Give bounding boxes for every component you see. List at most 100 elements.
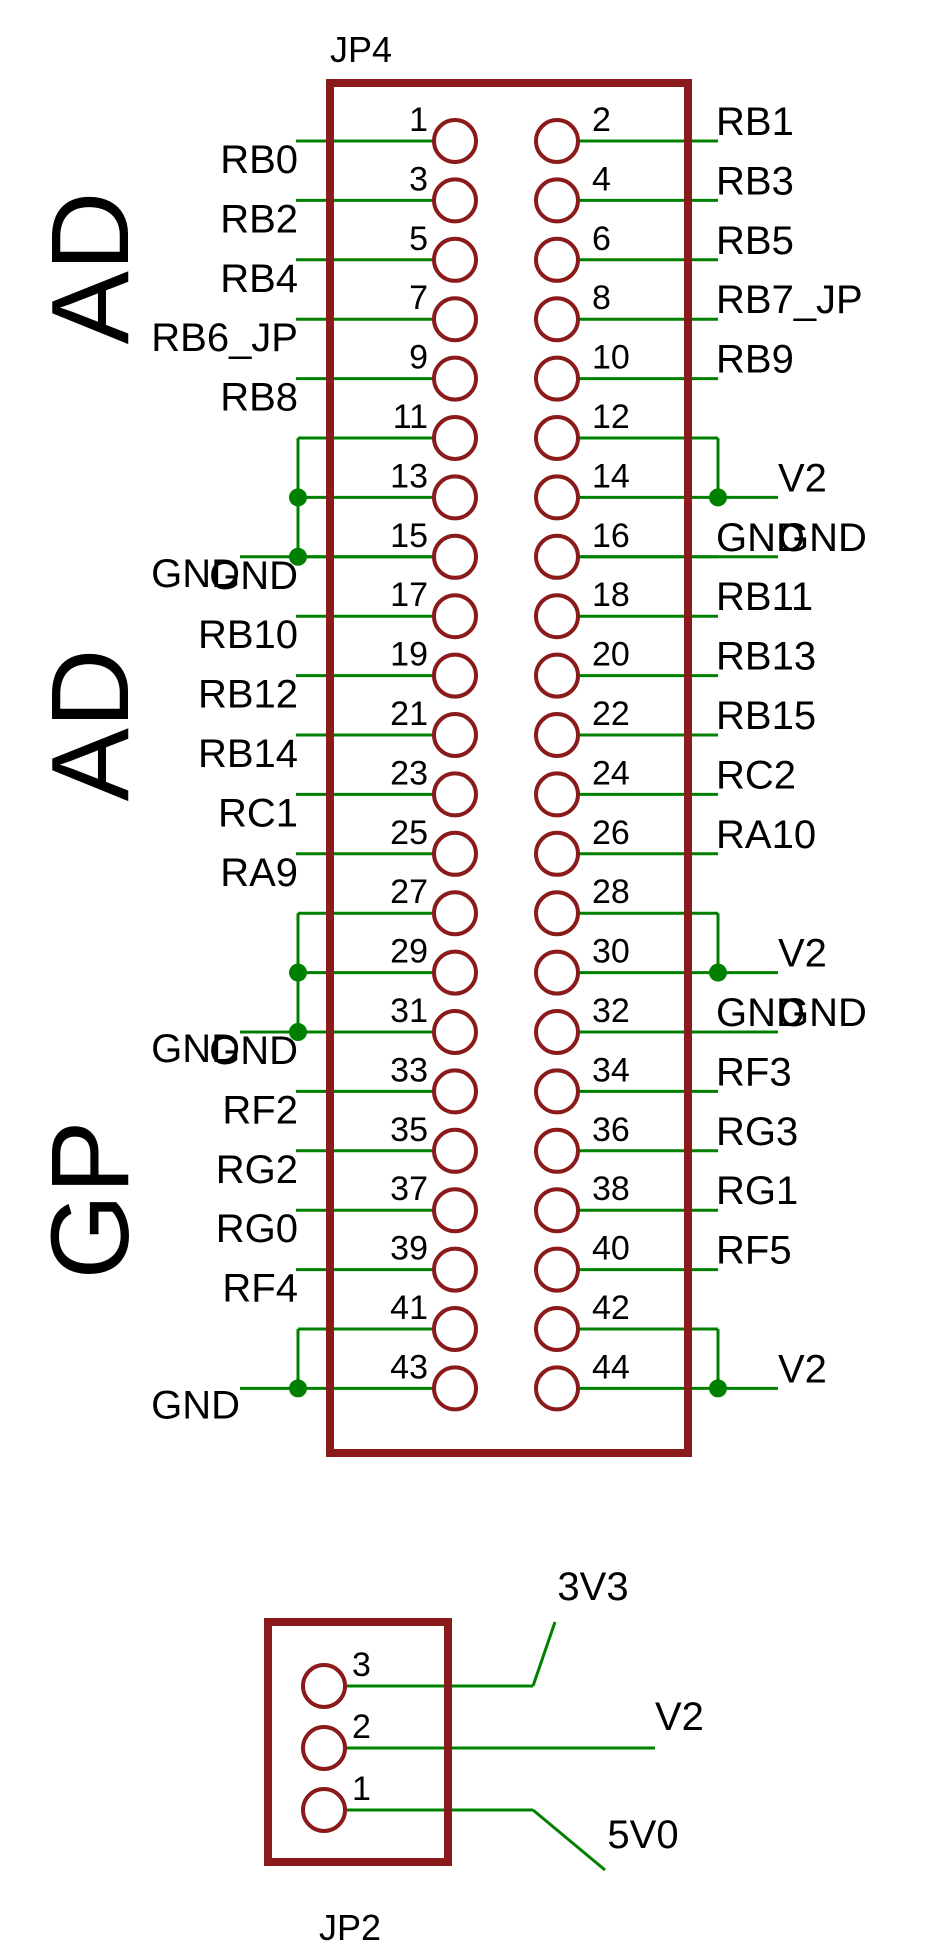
pin-number-11: 11 [393,398,428,436]
pin-number-9: 9 [409,339,428,377]
pin-number-6: 6 [592,220,611,258]
pin-number-38: 38 [592,1170,630,1208]
net-label-rg3: RG3 [716,1110,798,1154]
pin-25 [432,830,478,877]
pin-number-1: 1 [409,101,428,139]
jp2-net-label-v2: V2 [655,1695,704,1739]
net-label-v2: V2 [778,932,827,976]
net-label-rb5: RB5 [716,219,794,263]
pin-3 [432,177,478,224]
net-label-ra10: RA10 [716,813,816,857]
pin-number-41: 41 [390,1289,428,1327]
net-label-rf3: RF3 [716,1050,792,1094]
jp2-body [264,1618,452,1866]
net-label-rb14: RB14 [198,732,298,776]
net-label-rb6_jp: RB6_JP [151,316,298,360]
pin-21 [432,712,478,758]
pin-42 [534,1306,580,1352]
jp2-net-label-3v3: 3V3 [557,1565,628,1609]
pin-number-29: 29 [390,933,428,971]
pin-number-43: 43 [390,1348,428,1386]
pin-number-20: 20 [592,636,630,674]
net-label-rb13: RB13 [716,635,816,679]
pin-39 [432,1246,478,1293]
net-label-gnd: GND [151,1027,240,1071]
group-label-ad: AD [29,192,152,345]
pin-18 [534,593,580,640]
pin-number-7: 7 [409,279,428,317]
net-label-rf4: RF4 [222,1267,298,1311]
pin-number-23: 23 [390,754,428,792]
pin-16 [534,533,580,580]
pin-2 [534,118,580,164]
pin-7 [432,296,478,343]
pin-number-21: 21 [390,695,428,733]
net-label-rb10: RB10 [198,613,298,657]
group-label-gp: GP [29,1121,152,1280]
net-label-rf5: RF5 [716,1229,792,1273]
pin-10 [534,355,580,402]
pin-number-2: 2 [592,101,611,139]
pin-11 [432,415,478,461]
pin-26 [534,830,580,877]
pin-number-30: 30 [592,933,630,971]
pin-4 [534,177,580,224]
pin-33 [432,1068,478,1115]
jp2-pin-number-2: 2 [352,1708,371,1746]
jp4-name: JP4 [330,29,392,70]
pin-1 [432,118,478,164]
net-label-rb2: RB2 [220,197,298,241]
net-label-gnd: GND [151,1383,240,1427]
net-label-gnd: GND [778,516,867,560]
pin-35 [432,1127,478,1174]
pin-number-12: 12 [592,398,630,436]
pin-19 [432,652,478,699]
jp2-pin-1 [301,1787,347,1833]
jp2-wire-diag-5v0 [532,1808,606,1872]
pin-number-28: 28 [592,873,630,911]
net-label-ra9: RA9 [220,851,298,895]
pin-31 [432,1009,478,1055]
net-label-rb11: RB11 [716,575,813,619]
net-label-rb4: RB4 [220,257,298,301]
group-label-ad: AD [29,649,152,802]
net-label-rb15: RB15 [716,694,816,738]
pin-number-37: 37 [390,1170,428,1208]
pin-number-34: 34 [592,1051,630,1089]
pin-number-13: 13 [390,457,428,495]
net-label-gnd: GND [209,1029,298,1073]
pin-number-32: 32 [592,992,630,1030]
net-label-rb7_jp: RB7_JP [716,278,863,322]
net-label-rb1: RB1 [716,100,794,144]
pin-32 [534,1009,580,1055]
pin-8 [534,296,580,343]
pin-29 [432,949,478,996]
net-label-rf2: RF2 [222,1088,298,1132]
pin-number-44: 44 [592,1348,630,1386]
jp2-pin-2 [301,1725,347,1771]
pin-34 [534,1068,580,1115]
jp2-pin-3 [301,1663,347,1709]
jp2-wire-diag-3v3 [531,1621,557,1687]
pin-24 [534,771,580,818]
pin-layer [301,118,580,1833]
pin-13 [432,474,478,521]
pin-number-22: 22 [592,695,630,733]
pin-44 [534,1365,580,1412]
wire-layer [240,139,778,1872]
pin-12 [534,415,580,461]
pin-number-36: 36 [592,1111,630,1149]
net-label-gnd: GND [716,516,805,560]
pin-number-19: 19 [390,636,428,674]
pin-number-16: 16 [592,517,630,555]
jp2-name: JP2 [319,1907,381,1948]
pin-number-5: 5 [409,220,428,258]
pin-number-33: 33 [390,1051,428,1089]
pin-14 [534,474,580,521]
net-label-gnd: GND [151,552,240,596]
pin-number-39: 39 [390,1230,428,1268]
pin-28 [534,890,580,937]
net-label-rc1: RC1 [218,791,298,835]
pin-number-15: 15 [390,517,428,555]
